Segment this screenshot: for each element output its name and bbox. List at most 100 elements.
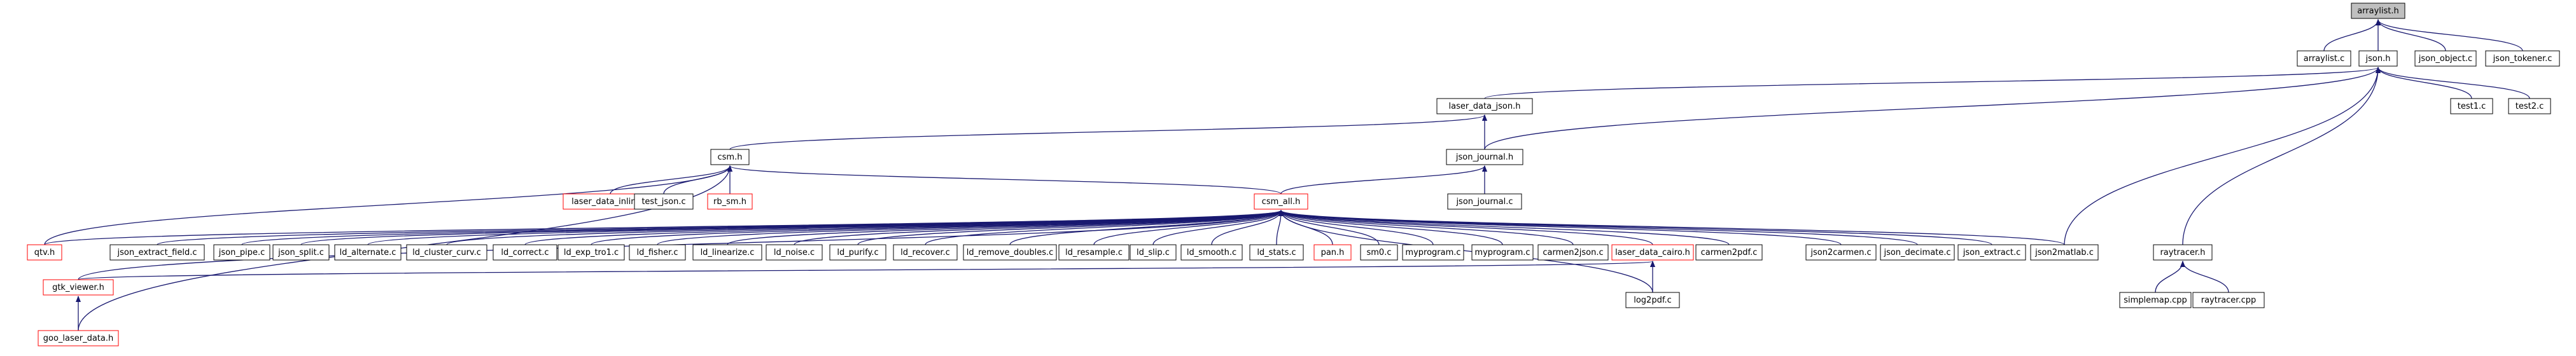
file-node-json-extract-field-c[interactable]: json_extract_field.c (109, 244, 205, 261)
file-node-raytracer-h[interactable]: raytracer.h (2153, 244, 2213, 261)
file-node-json2matlab-c[interactable]: json2matlab.c (2030, 244, 2099, 261)
node-box (1313, 244, 1352, 261)
node-label: rb_sm.h (713, 197, 746, 207)
node-box (406, 244, 487, 261)
include-edge (2323, 19, 2381, 51)
node-box (2297, 50, 2351, 67)
file-node-ld-correct-c[interactable]: ld_correct.c (493, 244, 557, 261)
file-node-json-h[interactable]: json.h (2358, 50, 2398, 67)
file-node-json-tokener-c[interactable]: json_tokener.c (2485, 50, 2560, 67)
file-node-json-journal-h[interactable]: json_journal.h (1446, 149, 1523, 165)
file-node-ld-smooth-c[interactable]: ld_smooth.c (1180, 244, 1243, 261)
file-node-json-extract-c[interactable]: json_extract.c (1957, 244, 2026, 261)
node-box (2030, 244, 2099, 261)
file-node-raytracer-cpp[interactable]: raytracer.cpp (2192, 292, 2265, 308)
node-box (692, 244, 762, 261)
file-node-carmen2json-c[interactable]: carmen2json.c (1537, 244, 1609, 261)
include-edge (2180, 261, 2229, 293)
node-label: goo_laser_data.h (43, 334, 114, 343)
node-label: arraylist.h (2357, 6, 2399, 16)
file-node-json-split-c[interactable]: json_split.c (272, 244, 330, 261)
file-node-pan-h[interactable]: pan.h (1313, 244, 1352, 261)
file-node-ld-slip-c[interactable]: ld_slip.c (1130, 244, 1177, 261)
file-node-myprogram-c-1[interactable]: myprogram.c (1402, 244, 1464, 261)
include-edge (2376, 19, 2446, 51)
file-node-ld-exp-tro1-c[interactable]: ld_exp_tro1.c (557, 244, 625, 261)
node-label: json_split.c (277, 248, 324, 257)
file-node-carmen2pdf-c[interactable]: carmen2pdf.c (1695, 244, 1763, 261)
include-edge (1278, 210, 1730, 245)
node-box (1446, 149, 1523, 165)
file-node-ld-recover-c[interactable]: ld_recover.c (893, 244, 958, 261)
include-edge (2376, 67, 2530, 99)
node-box (1130, 244, 1177, 261)
node-box (493, 244, 557, 261)
node-box (109, 244, 205, 261)
file-node-json-object-c[interactable]: json_object.c (2414, 50, 2477, 67)
node-label: pan.h (1321, 248, 1345, 257)
node-box (1880, 244, 1955, 261)
file-node-goo-laser-data-h[interactable]: goo_laser_data.h (38, 330, 119, 346)
node-box (1471, 244, 1534, 261)
node-label: simplemap.cpp (2124, 296, 2187, 305)
file-node-csm-h[interactable]: csm.h (710, 149, 750, 165)
node-label: json_decimate.c (1883, 248, 1950, 257)
include-edge (2182, 67, 2381, 245)
file-node-ld-stats-c[interactable]: ld_stats.c (1249, 244, 1304, 261)
node-box (1249, 244, 1304, 261)
node-label: ld_alternate.c (340, 248, 396, 257)
include-edge (1278, 210, 1653, 245)
include-edge (925, 210, 1284, 245)
node-label: json_extract.c (1963, 248, 2020, 257)
file-node-ld-noise-c[interactable]: ld_noise.c (766, 244, 823, 261)
node-box (963, 244, 1057, 261)
node-label: qtv.h (34, 248, 55, 257)
file-node-test2-c[interactable]: test2.c (2508, 98, 2551, 114)
file-node-ld-remove-doubles-c[interactable]: ld_remove_doubles.c (963, 244, 1057, 261)
file-node-sm0-c[interactable]: sm0.c (1360, 244, 1398, 261)
node-box (272, 244, 330, 261)
file-node-ld-alternate-c[interactable]: ld_alternate.c (334, 244, 402, 261)
node-label: json_extract_field.c (116, 248, 197, 257)
file-node-test-json-c[interactable]: test_json.c (634, 193, 694, 210)
file-node-json2carmen-c[interactable]: json2carmen.c (1805, 244, 1877, 261)
file-node-laser-data-cairo-h[interactable]: laser_data_cairo.h (1611, 244, 1694, 261)
file-nodes: arraylist.h arraylist.c json.h json_object.… (27, 3, 2560, 346)
include-edge (729, 114, 1487, 150)
node-label: myprogram.c (1474, 248, 1530, 257)
dependency-edges (44, 19, 2530, 331)
node-label: raytracer.h (2160, 248, 2205, 257)
node-label: laser_data_inline.h (571, 197, 649, 207)
file-node-arraylist-h[interactable]: arraylist.h (2351, 3, 2405, 19)
node-label: sm0.c (1367, 248, 1392, 257)
file-node-json-pipe-c[interactable]: json_pipe.c (213, 244, 270, 261)
node-label: test1.c (2458, 102, 2486, 111)
file-node-ld-linearize-c[interactable]: ld_linearize.c (692, 244, 762, 261)
node-box (1805, 244, 1877, 261)
file-node-qtv-h[interactable]: qtv.h (27, 244, 62, 261)
file-node-test1-c[interactable]: test1.c (2450, 98, 2493, 114)
include-edge (727, 210, 1284, 245)
file-node-gtk-viewer-h[interactable]: gtk_viewer.h (43, 279, 114, 296)
file-node-simplemap-cpp[interactable]: simplemap.cpp (2119, 292, 2192, 308)
file-node-json-decimate-c[interactable]: json_decimate.c (1880, 244, 1955, 261)
file-node-log2pdf-c[interactable]: log2pdf.c (1625, 292, 1680, 308)
file-node-csm-all-h[interactable]: csm_all.h (1254, 193, 1308, 210)
node-label: myprogram.c (1405, 248, 1460, 257)
node-label: test_json.c (641, 197, 685, 207)
node-label: json_journal.h (1455, 153, 1513, 162)
file-node-ld-purify-c[interactable]: ld_purify.c (829, 244, 886, 261)
file-node-laser-data-json-h[interactable]: laser_data_json.h (1436, 98, 1533, 114)
include-edge (2376, 67, 2472, 99)
node-label: laser_data_cairo.h (1615, 248, 1690, 257)
file-node-myprogram-c-2[interactable]: myprogram.c (1471, 244, 1534, 261)
file-node-json-journal-c[interactable]: json_journal.c (1447, 193, 1522, 210)
file-node-ld-fisher-c[interactable]: ld_fisher.c (629, 244, 686, 261)
include-edge (78, 261, 1655, 280)
file-node-rb-sm-h[interactable]: rb_sm.h (707, 193, 753, 210)
node-box (2351, 3, 2405, 19)
file-node-arraylist-c[interactable]: arraylist.c (2297, 50, 2351, 67)
include-edge (2064, 67, 2381, 245)
file-node-ld-cluster-curv-c[interactable]: ld_cluster_curv.c (406, 244, 487, 261)
file-node-ld-resample-c[interactable]: ld_resample.c (1058, 244, 1130, 261)
